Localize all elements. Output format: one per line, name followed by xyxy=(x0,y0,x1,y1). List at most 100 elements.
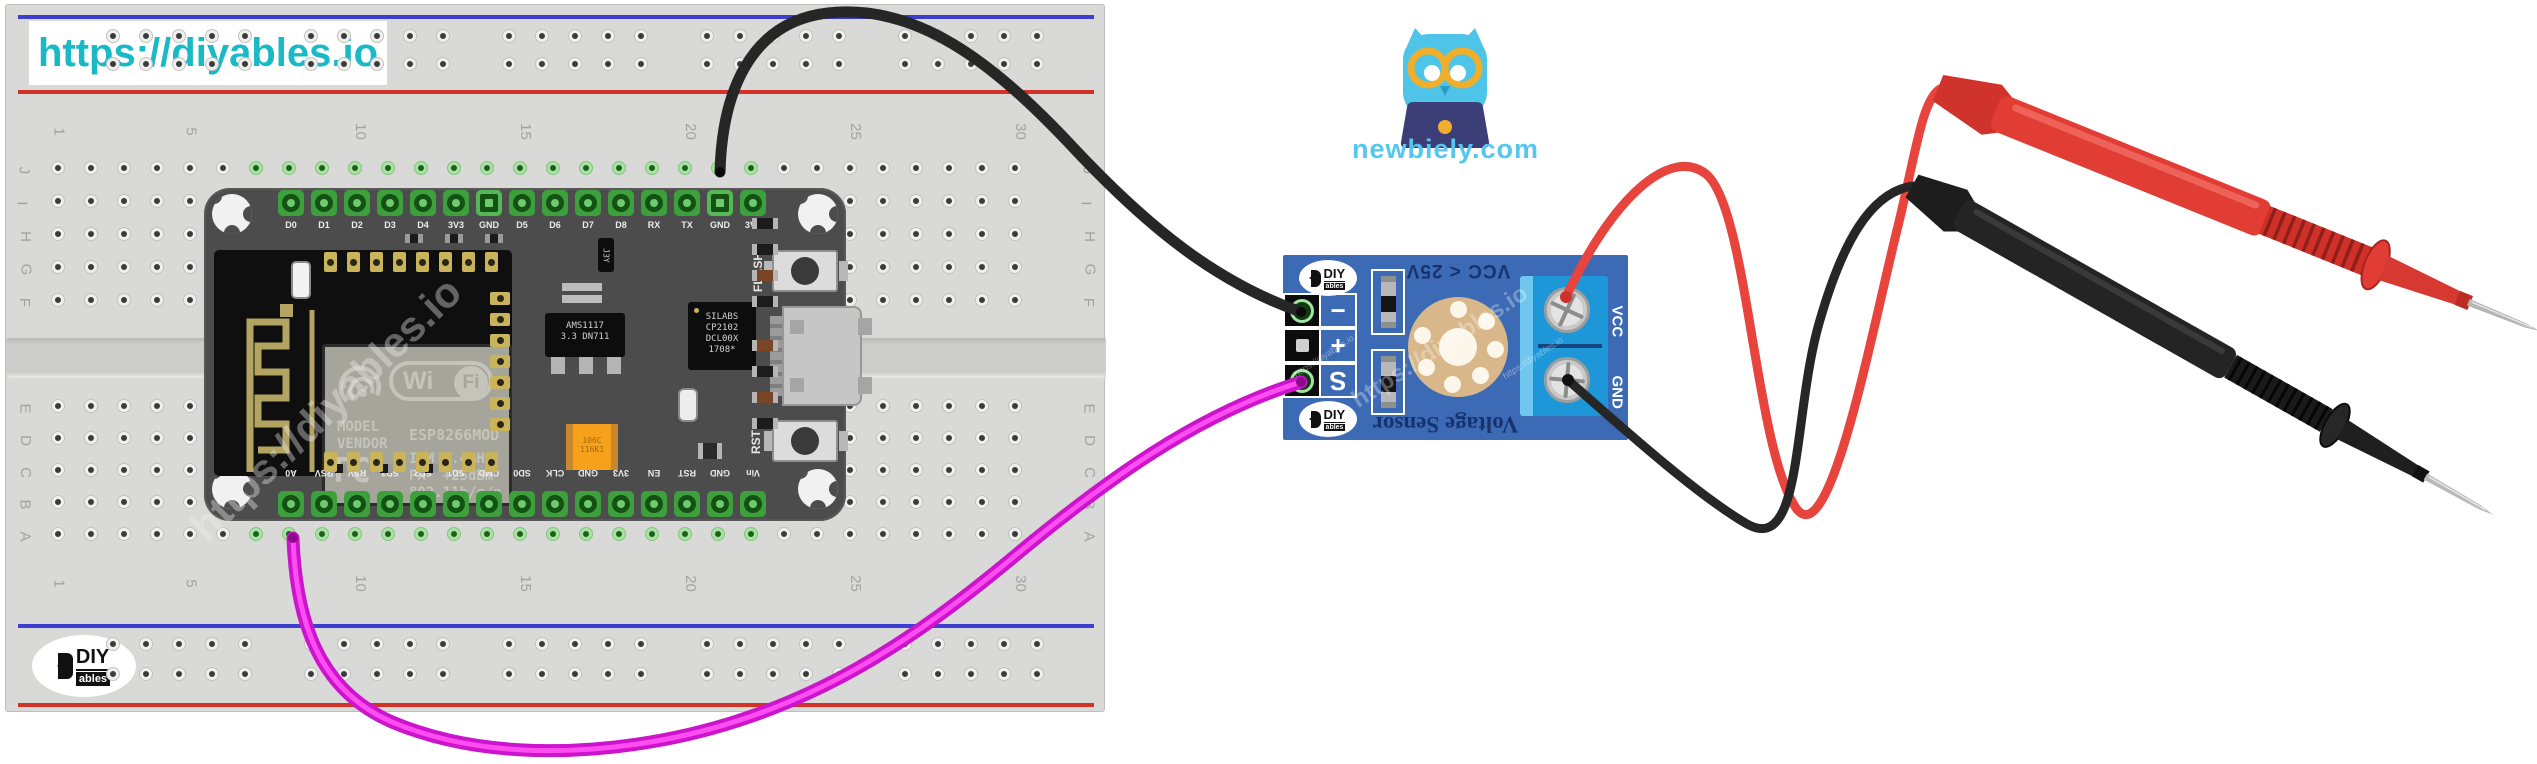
breadboard-hole xyxy=(712,528,724,540)
castellated-pad xyxy=(416,252,429,272)
breadboard-rail-hole xyxy=(437,58,449,70)
diyables-play-icon xyxy=(1308,410,1321,428)
tantalum-capacitor: 106C 116K1 xyxy=(566,424,618,470)
breadboard-hole xyxy=(151,228,163,240)
breadboard-row-letter: H xyxy=(16,231,34,242)
breadboard-row-letter: A xyxy=(16,531,34,542)
breadboard-rail-hole xyxy=(998,668,1010,680)
breadboard-rail-hole xyxy=(437,30,449,42)
breadboard-rail-hole xyxy=(569,30,581,42)
breadboard-row-letter: C xyxy=(16,467,34,478)
diyables-logo-ables: ables xyxy=(75,672,111,686)
breadboard-rail-hole xyxy=(140,638,152,650)
breadboard-rail-hole xyxy=(767,638,779,650)
breadboard-rail-hole xyxy=(206,638,218,650)
nodemcu-bottom-pin xyxy=(509,491,535,517)
breadboard-rail-hole xyxy=(173,668,185,680)
breadboard-rail-hole xyxy=(932,58,944,70)
castellated-pad xyxy=(490,397,510,410)
terminal-divider xyxy=(1538,344,1602,348)
breadboard-hole xyxy=(349,528,361,540)
breadboard-hole xyxy=(52,162,64,174)
breadboard-hole xyxy=(910,400,922,412)
breadboard-hole xyxy=(184,464,196,476)
breadboard-top-red-rail xyxy=(18,90,1094,94)
resistor-box xyxy=(1371,269,1405,335)
newbiely-logo xyxy=(1385,26,1535,166)
sensor-minus-label-cell: − xyxy=(1319,293,1357,328)
breadboard-row-letter: J xyxy=(1079,166,1097,175)
breadboard-rail-hole xyxy=(998,638,1010,650)
breadboard-hole xyxy=(712,162,724,174)
breadboard-column-number: 30 xyxy=(1011,575,1029,592)
sensor-minus-pin xyxy=(1283,293,1321,328)
usb-chip-label: SILABS CP2102 DCL00X 1708* xyxy=(705,312,739,355)
breadboard-rail-hole xyxy=(701,668,713,680)
breadboard-rail-hole xyxy=(602,30,614,42)
breadboard-rail-hole xyxy=(833,30,845,42)
breadboard-hole xyxy=(118,228,130,240)
breadboard-rail-hole xyxy=(569,638,581,650)
breadboard-hole xyxy=(910,195,922,207)
smd-component xyxy=(752,340,778,351)
breadboard-hole xyxy=(646,528,658,540)
breadboard-rail-hole xyxy=(635,638,647,650)
esp8266-metal-shield: Wi Fi MODEL VENDOR ESP8266MOD FC ISM 2.4… xyxy=(322,344,512,506)
breadboard-hole xyxy=(118,294,130,306)
breadboard-hole xyxy=(877,432,889,444)
breadboard-rail-hole xyxy=(404,58,416,70)
breadboard-rail-hole xyxy=(767,30,779,42)
breadboard-hole xyxy=(547,528,559,540)
breadboard-hole xyxy=(382,162,394,174)
nodemcu-top-pin-label: D7 xyxy=(582,220,594,230)
breadboard-hole xyxy=(118,432,130,444)
breadboard-rail-hole xyxy=(1031,58,1043,70)
red-probe-tip xyxy=(2467,299,2537,331)
breadboard-hole xyxy=(151,261,163,273)
breadboard-hole xyxy=(877,261,889,273)
smd-body xyxy=(410,234,418,243)
breadboard-hole xyxy=(52,464,64,476)
breadboard-hole xyxy=(118,162,130,174)
breadboard-rail-hole xyxy=(338,668,350,680)
nodemcu-top-pin xyxy=(443,190,469,216)
breadboard-hole xyxy=(118,261,130,273)
breadboard-rail-hole xyxy=(965,58,977,70)
resistor-box xyxy=(1371,349,1405,415)
breadboard-hole xyxy=(151,400,163,412)
nodemcu-bottom-pin-label: GND xyxy=(578,468,598,478)
breadboard-rail-hole xyxy=(503,638,515,650)
breadboard-hole xyxy=(184,294,196,306)
flash-button xyxy=(772,250,838,292)
breadboard-rail-hole xyxy=(140,30,152,42)
breadboard-hole xyxy=(415,162,427,174)
breadboard-hole xyxy=(151,496,163,508)
nodemcu-top-pin xyxy=(674,190,700,216)
vcc-screw xyxy=(1544,287,1590,333)
sensor-signal-pin xyxy=(1283,363,1321,398)
breadboard-rail-hole xyxy=(173,58,185,70)
breadboard-hole xyxy=(250,528,262,540)
nodemcu-top-pin xyxy=(344,190,370,216)
breadboard-column-number: 1 xyxy=(50,127,68,136)
breadboard-rail-hole xyxy=(107,668,119,680)
breadboard-hole xyxy=(85,496,97,508)
breadboard-row-letter: A xyxy=(1080,531,1098,542)
reset-button xyxy=(772,420,838,462)
breadboard-rail-hole xyxy=(602,638,614,650)
nodemcu-bottom-pin xyxy=(674,491,700,517)
castellated-pad xyxy=(324,252,337,272)
nodemcu-bottom-pin xyxy=(707,491,733,517)
breadboard-hole xyxy=(910,261,922,273)
breadboard-hole xyxy=(52,400,64,412)
nodemcu-bottom-pin-label: RST xyxy=(678,468,696,478)
castellated-pad xyxy=(485,452,498,472)
breadboard-hole xyxy=(184,528,196,540)
breadboard-hole xyxy=(910,432,922,444)
breadboard-row-letter: C xyxy=(1080,467,1098,478)
breadboard-rail-hole xyxy=(239,638,251,650)
breadboard-rail-hole xyxy=(338,638,350,650)
diyables-logo-diy: DIY xyxy=(75,646,110,671)
breadboard-rail-hole xyxy=(239,30,251,42)
breadboard-hole xyxy=(85,400,97,412)
